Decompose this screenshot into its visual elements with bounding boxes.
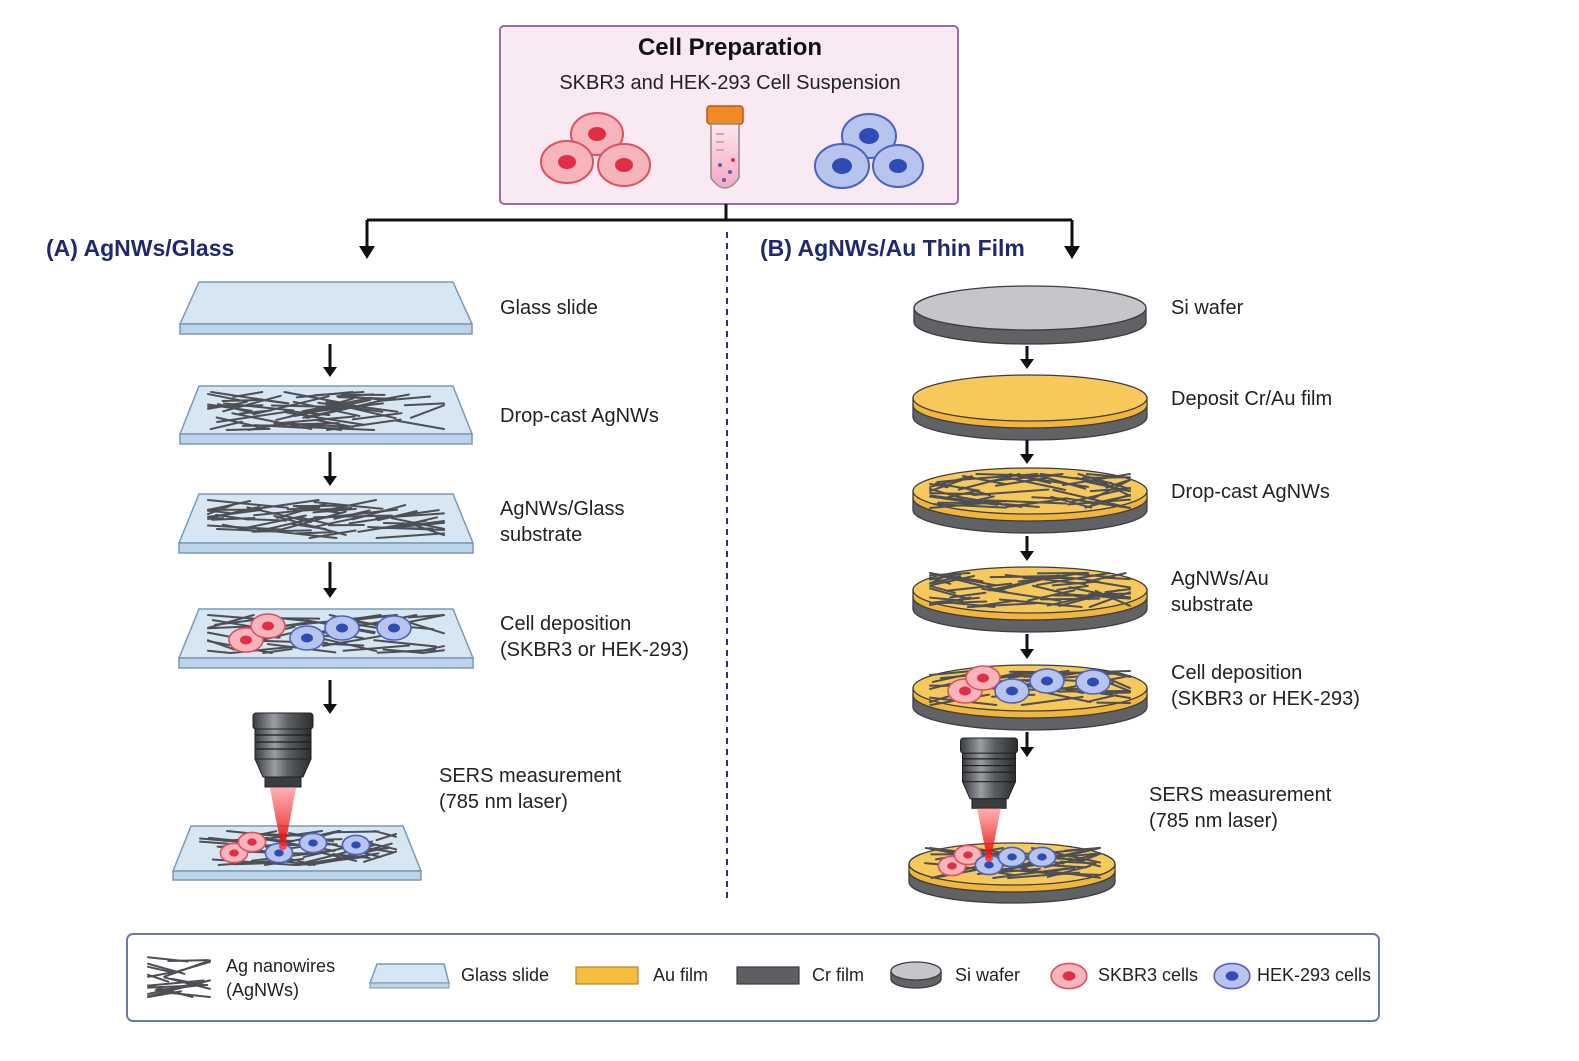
cr-au-film-disk [912, 374, 1148, 441]
arrow-down-icon [1020, 536, 1034, 561]
step-label-dropcast-a: Drop-cast AgNWs [500, 405, 659, 427]
legend-glass-slide-icon [368, 963, 450, 989]
hek293-cell-icon [1213, 962, 1251, 990]
step-label-sers-b: SERS measurement [1149, 784, 1332, 806]
arrow-down-icon [323, 562, 337, 598]
hek293-cell-icon [1075, 669, 1111, 695]
arrow-down-icon [323, 452, 337, 486]
silver-nanowire-mesh [929, 572, 1131, 608]
hek293-cell-icon [974, 854, 1004, 876]
hek293-cell-icon [324, 615, 360, 641]
legend-label-ag-nanowires: Ag nanowires [226, 956, 336, 976]
step-label-laser-a: (785 nm laser) [439, 791, 568, 813]
step-label-substrate-b: substrate [1171, 594, 1254, 616]
hek293-cell-icon [814, 143, 870, 189]
hek293-cell-icon [994, 678, 1030, 704]
legend-label-si-wafer: Si wafer [955, 965, 1021, 985]
panel-a-header: (A) AgNWs/Glass [46, 235, 235, 261]
arrow-down-icon [1020, 732, 1034, 757]
legend-label-ag-nanowires-abbr: (AgNWs) [226, 980, 299, 1000]
skbr3-cell-icon [953, 844, 983, 866]
skbr3-cell-icon [570, 112, 624, 156]
glass-slide-shape [178, 281, 474, 335]
step-label-agnws-au: AgNWs/Au [1171, 568, 1269, 590]
hek293-cell-icon [376, 615, 412, 641]
hek293-cell-cluster [814, 113, 924, 189]
step-label-si-wafer: Si wafer [1171, 297, 1244, 319]
step-label-cell-types-b: (SKBR3 or HEK-293) [1171, 688, 1360, 710]
legend-label-au-film: Au film [653, 965, 709, 985]
legend-label-glass-slide: Glass slide [461, 965, 550, 985]
panel-a-steps [171, 281, 475, 881]
skbr3-cell-icon [965, 665, 1001, 691]
silver-nanowire-mesh [207, 499, 445, 539]
hek293-cell-icon [289, 625, 325, 651]
arrow-down-icon [323, 344, 337, 377]
skbr3-cell-icon [1050, 962, 1088, 990]
objective-lens-icon [252, 712, 314, 788]
skbr3-cell-icon [250, 613, 286, 639]
panel-b-steps [908, 285, 1148, 904]
legend-label-skbr3: SKBR3 cells [1098, 965, 1199, 985]
silver-nanowire-mesh [207, 391, 445, 431]
step-label-substrate-a: substrate [500, 524, 583, 546]
step-label-sers-a: SERS measurement [439, 765, 622, 787]
objective-lens-icon [960, 737, 1018, 809]
step-label-laser-b: (785 nm laser) [1149, 810, 1278, 832]
silver-nanowire-mesh [924, 847, 1101, 879]
arrow-down-icon [1020, 346, 1034, 369]
hek293-cell-icon [872, 144, 924, 188]
step-label-cell-types-a: (SKBR3 or HEK-293) [500, 639, 689, 661]
si-wafer-disk [913, 285, 1147, 345]
hek293-cell-icon [997, 846, 1027, 868]
silver-nanowire-mesh [929, 473, 1131, 509]
legend-label-cr-film: Cr film [812, 965, 864, 985]
hek293-cell-icon [341, 834, 371, 856]
hek293-cell-icon [298, 832, 328, 854]
laser-beam-icon [270, 788, 296, 850]
hek293-cell-icon [1029, 668, 1065, 694]
laser-beam-icon [977, 808, 1001, 862]
cell-preparation-title: Cell Preparation [637, 34, 823, 61]
cell-preparation-box [499, 25, 959, 205]
arrow-down-icon [323, 680, 337, 714]
branch-connector [365, 204, 1074, 250]
legend-au-film-icon [575, 966, 639, 985]
step-label-cell-deposition-b: Cell deposition [1171, 662, 1303, 684]
skbr3-cell-icon [237, 831, 267, 853]
skbr3-cell-icon [228, 627, 264, 653]
arrow-down-icon [1020, 440, 1034, 464]
step-label-cell-deposition-a: Cell deposition [500, 613, 632, 635]
hek293-cell-icon [264, 842, 294, 864]
step-label-deposit-crau: Deposit Cr/Au film [1171, 388, 1333, 410]
arrow-down-icon [1064, 246, 1080, 259]
arrow-down-icon [359, 246, 375, 259]
centrifuge-tube-icon [706, 105, 744, 189]
silver-nanowire-mesh [147, 956, 211, 998]
panel-b-header: (B) AgNWs/Au Thin Film [760, 235, 1025, 261]
legend-cr-film-icon [736, 966, 800, 985]
skbr3-cell-cluster [540, 112, 651, 187]
step-label-glass-slide: Glass slide [500, 297, 598, 319]
arrow-down-icon [1020, 634, 1034, 659]
hek293-cell-icon [1027, 846, 1057, 868]
cell-preparation-subtitle: SKBR3 and HEK-293 Cell Suspension [559, 72, 901, 94]
skbr3-cell-icon [540, 140, 594, 184]
step-label-dropcast-b: Drop-cast AgNWs [1171, 481, 1330, 503]
legend-si-wafer-icon [890, 961, 942, 989]
legend-label-hek293: HEK-293 cells [1257, 965, 1372, 985]
legend-box [126, 933, 1380, 1022]
step-label-agnws-glass: AgNWs/Glass [500, 498, 625, 520]
skbr3-cell-icon [597, 143, 651, 187]
